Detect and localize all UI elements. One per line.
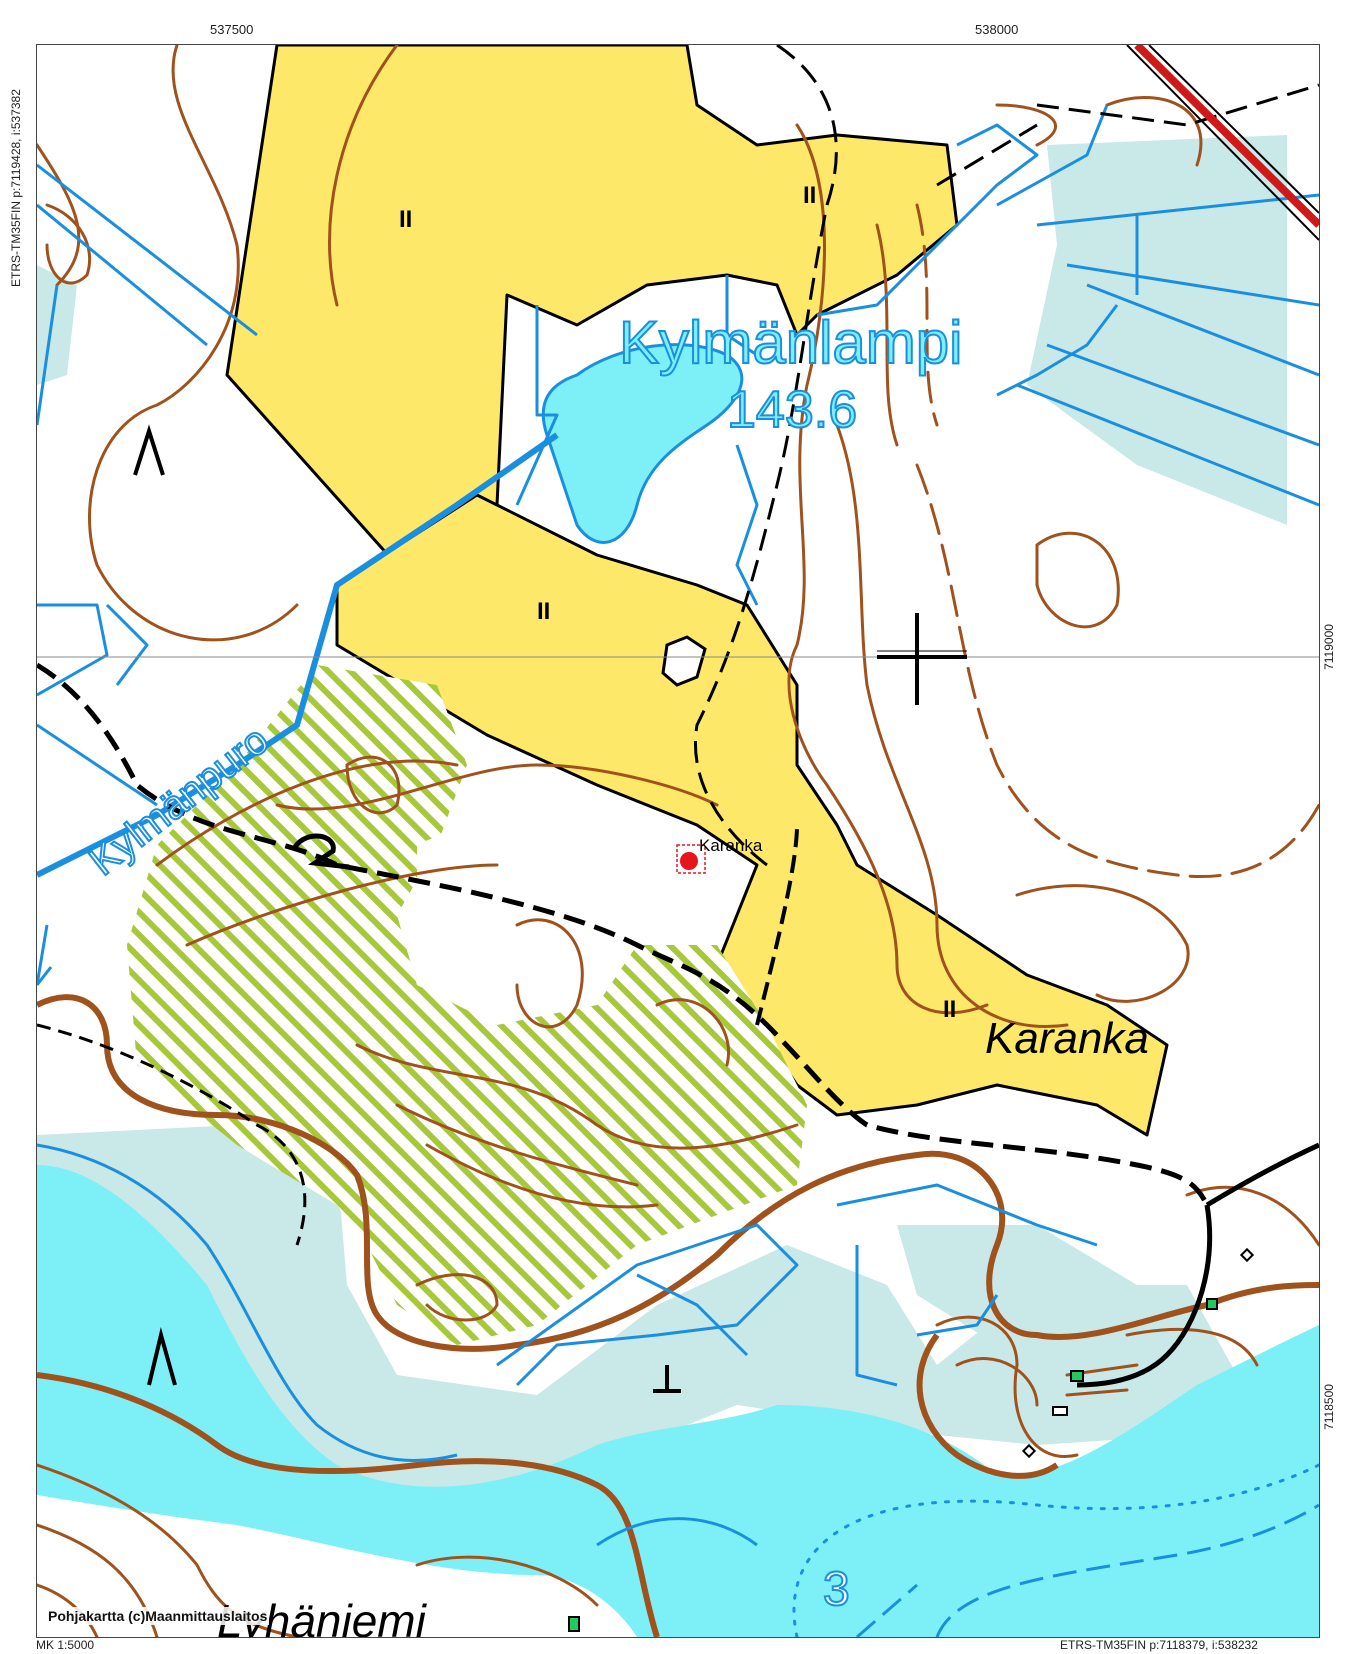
grid-label-7118500: 7118500 <box>1321 1384 1336 1430</box>
corner-coordinate-top-left: ETRS-TM35FIN p:7119428, i:537382 <box>9 89 23 287</box>
area-label: Karanka <box>985 1014 1149 1063</box>
highway-edge <box>1126 45 1319 241</box>
sea-depth-lines <box>792 1463 1319 1637</box>
site-point-icon[interactable] <box>680 852 698 870</box>
yellow-areas <box>225 45 1169 1137</box>
grid-label-7119000: 7119000 <box>1321 624 1336 670</box>
roads <box>37 45 1319 1388</box>
zone-marker-1: II <box>399 206 412 233</box>
map-credit: Pohjakartta (c)Maanmittauslaitos <box>46 1607 270 1625</box>
marsh-areas <box>37 135 1287 1505</box>
hatched-area <box>127 665 807 1345</box>
buildings <box>568 635 1255 1632</box>
stream-kylmanpuro <box>37 432 559 878</box>
shoreline <box>37 994 1319 1352</box>
peak-marker-icon <box>133 424 165 476</box>
zone-marker-2: II <box>803 182 816 209</box>
map-canvas[interactable]: II II II II Kylmänlampi 143.6 Kylmänpuro… <box>36 44 1320 1638</box>
corner-coordinate-bottom-right: ETRS-TM35FIN p:7118379, i:538232 <box>1060 1638 1258 1652</box>
map-svg: II II II II Kylmänlampi 143.6 Kylmänpuro… <box>37 45 1319 1637</box>
peak-marker-icon <box>147 1327 177 1386</box>
stream-arrow <box>37 924 53 986</box>
contour-lines <box>37 45 1319 1637</box>
shoreline-3 <box>916 1333 1059 1479</box>
benchmark-icon <box>653 1365 681 1393</box>
shoreline-2 <box>37 1372 660 1637</box>
zone-marker-4: II <box>943 996 956 1023</box>
site-point-frame <box>676 844 706 874</box>
highway <box>1134 45 1319 228</box>
sea-water <box>37 1165 1319 1637</box>
lake-elevation-label: 143.6 <box>727 381 857 439</box>
zone-marker-3: II <box>537 598 550 625</box>
lake-label: Kylmänlampi <box>619 309 962 376</box>
crosshair-icon <box>877 613 967 705</box>
ditches <box>37 104 1319 1547</box>
contour-hook <box>292 833 350 870</box>
grid-label-538000: 538000 <box>975 22 1019 37</box>
scale-label: MK 1:5000 <box>36 1638 95 1652</box>
grid-label-537500: 537500 <box>210 22 254 37</box>
point-label: Karanka <box>699 836 763 855</box>
depth-label: 3 <box>823 1563 850 1616</box>
